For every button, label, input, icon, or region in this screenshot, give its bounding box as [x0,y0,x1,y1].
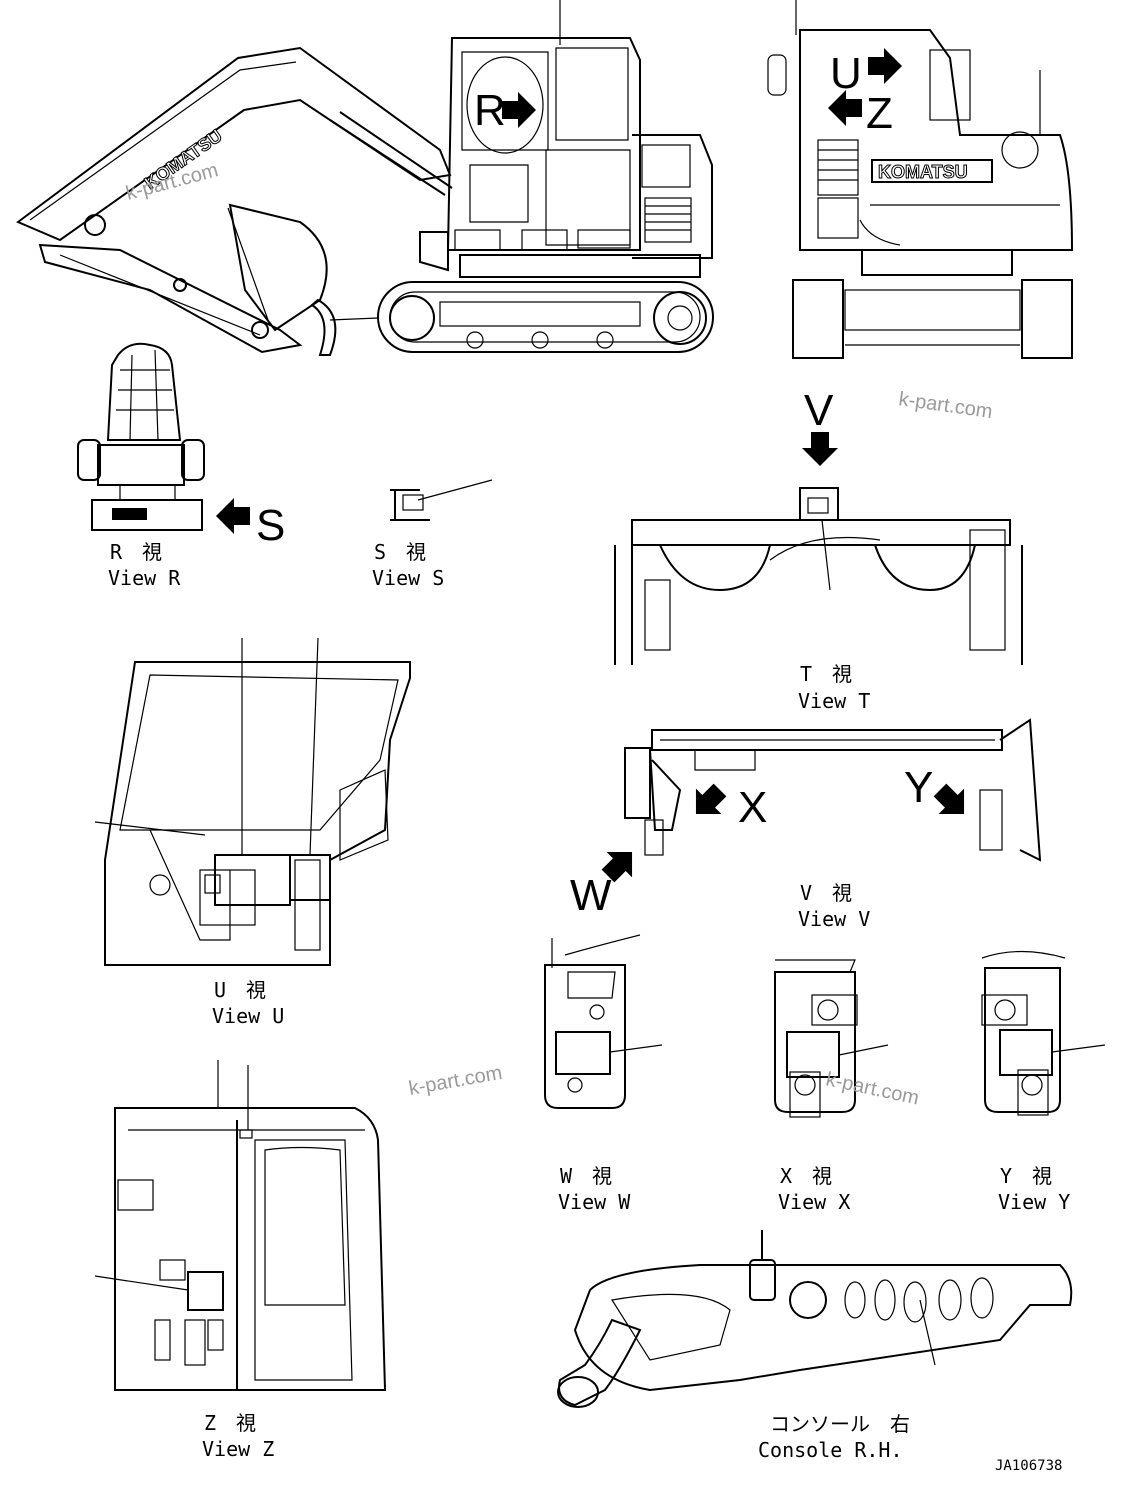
view-s-detail: S 視 View S [372,479,493,590]
view-w-detail: W 視 View W [544,934,663,1214]
watermark-2: k-part.com [897,388,994,423]
view-w-label-en: View W [558,1190,631,1214]
view-z-cab: Z 視 View Z [94,1060,387,1461]
view-x-label-en: View X [778,1190,850,1214]
arrow-diagonal-icon [927,777,977,827]
drawing-number: JA106738 [995,1458,1062,1474]
view-v-label-en: View V [798,907,870,931]
arrow-right-icon [868,48,902,84]
view-r-label-en: View R [108,566,181,590]
view-w-label-jp: W 視 [560,1164,612,1188]
view-r-seat: S R 視 View R [77,342,285,590]
arrow-letter-x: X [738,783,767,832]
view-v-label-jp: V 視 [800,881,852,905]
excavator-rear-view: KOMATSU U Z [767,0,1074,359]
view-y-detail: Y 視 View Y [981,950,1106,1214]
view-z-label-en: View Z [202,1437,274,1461]
arrow-letter-y: Y [904,763,933,812]
arrow-letter-u: U [830,49,862,98]
arrow-left-icon [216,498,250,534]
view-u-cab: U 視 View U [94,637,411,1028]
view-v-detail: X Y W V 視 View V [570,718,1042,931]
view-r-label-jp: R 視 [110,540,162,564]
arrow-letter-r: R [474,86,506,135]
arrow-diagonal-icon [683,777,733,827]
console-rh: コンソール 右 Console R.H. [557,1230,1073,1462]
view-u-label-en: View U [212,1004,284,1028]
arrow-letter-z: Z [866,89,893,138]
view-t-label-jp: T 視 [800,662,852,686]
rear-brand-logo: KOMATSU [878,162,968,182]
watermark-3: k-part.com [407,1062,504,1100]
console-label-en: Console R.H. [758,1438,903,1462]
watermark-4: k-part.com [824,1068,921,1109]
view-u-label-jp: U 視 [214,978,266,1002]
view-t-detail: V T 視 View T [614,386,1023,713]
arrow-down-icon [802,432,838,466]
view-x-detail: X 視 View X [774,959,889,1214]
view-y-label-en: View Y [998,1190,1070,1214]
view-x-label-jp: X 視 [780,1164,832,1188]
arrow-letter-s: S [256,501,285,550]
arrow-right-icon [502,92,536,128]
view-t-label-en: View T [798,689,870,713]
view-y-label-jp: Y 視 [1000,1164,1052,1188]
view-z-label-jp: Z 視 [204,1411,256,1435]
arrow-letter-w: W [570,871,612,920]
excavator-side-view: KOMATSU [16,0,714,356]
arrow-letter-v: V [804,386,834,435]
console-label-jp: コンソール 右 [770,1412,910,1436]
view-s-label-en: View S [372,566,444,590]
view-s-label-jp: S 視 [374,540,426,564]
